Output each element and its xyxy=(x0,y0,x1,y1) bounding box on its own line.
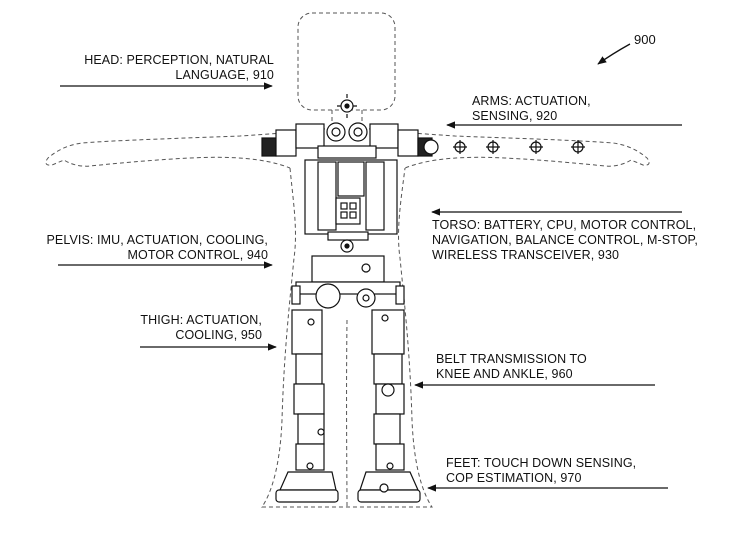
figure-number: 900 xyxy=(634,32,656,47)
torso-box xyxy=(304,159,398,253)
shoulder-assembly xyxy=(261,122,439,159)
arm-joints xyxy=(453,140,585,154)
pelvis-box xyxy=(291,255,405,309)
left-leg xyxy=(291,309,325,471)
neck-joint xyxy=(337,94,357,118)
head-label: HEAD: PERCEPTION, NATURAL LANGUAGE, 910 xyxy=(84,53,274,82)
pelvis-label: PELVIS: IMU, ACTUATION, COOLING, MOTOR C… xyxy=(46,233,268,262)
human-outline xyxy=(45,12,650,508)
feet xyxy=(275,471,421,503)
thigh-label: THIGH: ACTUATION, COOLING, 950 xyxy=(140,313,262,342)
robot xyxy=(261,94,585,503)
feet-label: FEET: TOUCH DOWN SENSING, COP ESTIMATION… xyxy=(446,456,637,485)
right-leg xyxy=(371,309,405,471)
belt-label: BELT TRANSMISSION TO KNEE AND ANKLE, 960 xyxy=(436,352,587,381)
torso-label: TORSO: BATTERY, CPU, MOTOR CONTROL, NAVI… xyxy=(432,218,698,262)
arms-label: ARMS: ACTUATION, SENSING, 920 xyxy=(472,94,591,123)
leader-arrows xyxy=(58,43,682,492)
